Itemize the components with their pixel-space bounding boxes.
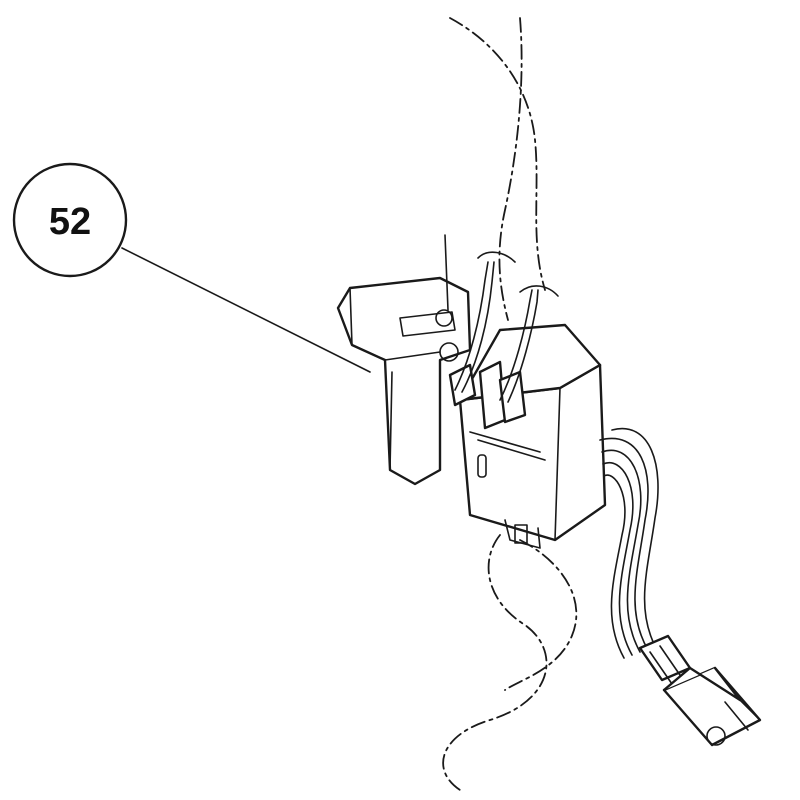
leader-line (121, 247, 371, 373)
top-lead-wires (454, 251, 559, 403)
wire-harness (599, 427, 659, 659)
switch-housing (458, 323, 607, 549)
trigger-paddle (336, 276, 472, 486)
connector-plug (638, 634, 762, 747)
phantom-housing-outline (442, 17, 578, 791)
callout-number: 52 (49, 201, 91, 243)
callout-52: 52 (12, 162, 371, 373)
trigger-switch (336, 234, 607, 549)
terminal-posts (435, 234, 527, 430)
